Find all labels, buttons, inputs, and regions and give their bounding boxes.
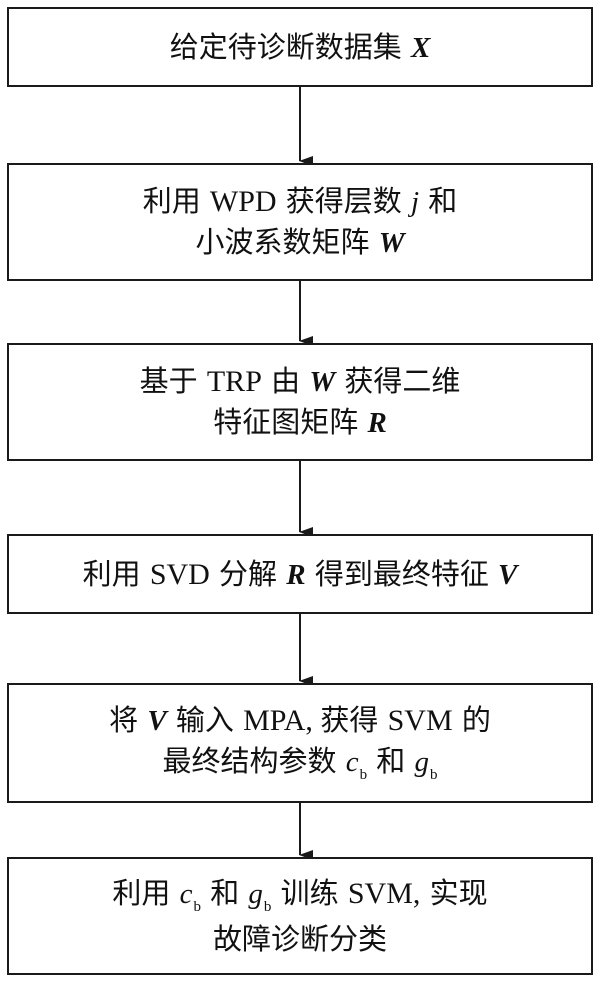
matrix-var-r: R	[286, 558, 306, 591]
param-c-subscript: b	[359, 766, 368, 783]
step-5-line-1: 将 V 输入 MPA, 获得 SVM 的	[109, 700, 491, 741]
mpa-label: MPA,	[243, 703, 321, 737]
step-6-text-b: 和	[200, 876, 249, 910]
step-2-text-d: 小波系数矩阵	[195, 225, 379, 259]
svd-label: SVD	[149, 557, 210, 591]
step-2-line-1: 利用 WPD 获得层数 j 和	[143, 181, 458, 222]
step-2-text-c: 和	[419, 184, 458, 218]
step-2-box: 利用 WPD 获得层数 j 和 小波系数矩阵 W	[7, 163, 593, 281]
level-var-j: j	[411, 186, 420, 218]
step-5-line-2: 最终结构参数 cb 和 gb	[162, 741, 437, 787]
wpd-label: WPD	[209, 185, 277, 218]
step-5-text-c: 获得	[320, 702, 388, 737]
step-3-text-d: 特征图矩阵	[213, 405, 368, 439]
param-var-g: g	[414, 745, 430, 778]
step-6-text-a: 利用	[112, 876, 180, 910]
step-2-text-b: 获得层数	[276, 184, 412, 218]
step-1-line-1: 给定待诊断数据集 X	[170, 27, 431, 68]
svm-label: SVM	[387, 703, 453, 737]
step-3-line-1: 基于 TRP 由 W 获得二维	[140, 361, 461, 402]
step-4-box: 利用 SVD 分解 R 得到最终特征 V	[7, 534, 593, 614]
step-4-text-c: 得到最终特征	[305, 556, 499, 591]
step-3-box: 基于 TRP 由 W 获得二维 特征图矩阵 R	[7, 343, 593, 461]
step-5-text-b: 输入	[166, 702, 244, 737]
feature-var-v: V	[498, 558, 518, 591]
step-3-text-b: 由	[261, 364, 310, 398]
param-g-subscript: b	[430, 766, 438, 783]
step-5-text-e: 最终结构参数	[162, 743, 346, 778]
svm-label: SVM,	[347, 877, 421, 910]
step-6-line-1: 利用 cb 和 gb 训练 SVM, 实现	[112, 873, 487, 919]
param-var-c: c	[179, 878, 193, 910]
dataset-var-x: X	[410, 31, 431, 64]
step-6-text-c: 训练	[271, 876, 348, 910]
param-g-subscript: b	[263, 899, 272, 915]
step-5-text-f: 和	[367, 743, 415, 778]
step-6-box: 利用 cb 和 gb 训练 SVM, 实现 故障诊断分类	[7, 857, 593, 975]
param-var-g: g	[248, 878, 263, 910]
feature-var-v: V	[147, 704, 167, 737]
step-2-line-2: 小波系数矩阵 W	[195, 222, 404, 263]
matrix-var-r: R	[367, 407, 387, 439]
trp-label: TRP	[206, 365, 262, 398]
step-1-box: 给定待诊断数据集 X	[7, 7, 593, 87]
step-5-text-d: 的	[452, 702, 491, 737]
step-3-line-2: 特征图矩阵 R	[213, 402, 387, 443]
matrix-var-w: W	[378, 227, 405, 259]
step-1-text: 给定待诊断数据集	[169, 29, 411, 64]
step-6-text-e: 故障诊断分类	[212, 922, 387, 956]
step-4-text-b: 分解	[209, 556, 287, 591]
param-c-subscript: b	[193, 899, 201, 915]
step-2-text-a: 利用	[142, 184, 210, 218]
step-6-line-2: 故障诊断分类	[213, 919, 387, 959]
step-4-line-1: 利用 SVD 分解 R 得到最终特征 V	[83, 554, 518, 595]
step-3-text-a: 基于	[139, 364, 207, 398]
step-4-text-a: 利用	[82, 556, 150, 591]
step-6-text-d: 实现	[420, 876, 488, 910]
step-5-box: 将 V 输入 MPA, 获得 SVM 的 最终结构参数 cb 和 gb	[7, 683, 593, 803]
param-var-c: c	[345, 745, 359, 778]
matrix-var-w: W	[309, 366, 336, 398]
step-5-text-a: 将	[109, 702, 148, 737]
step-3-text-c: 获得二维	[335, 364, 461, 398]
